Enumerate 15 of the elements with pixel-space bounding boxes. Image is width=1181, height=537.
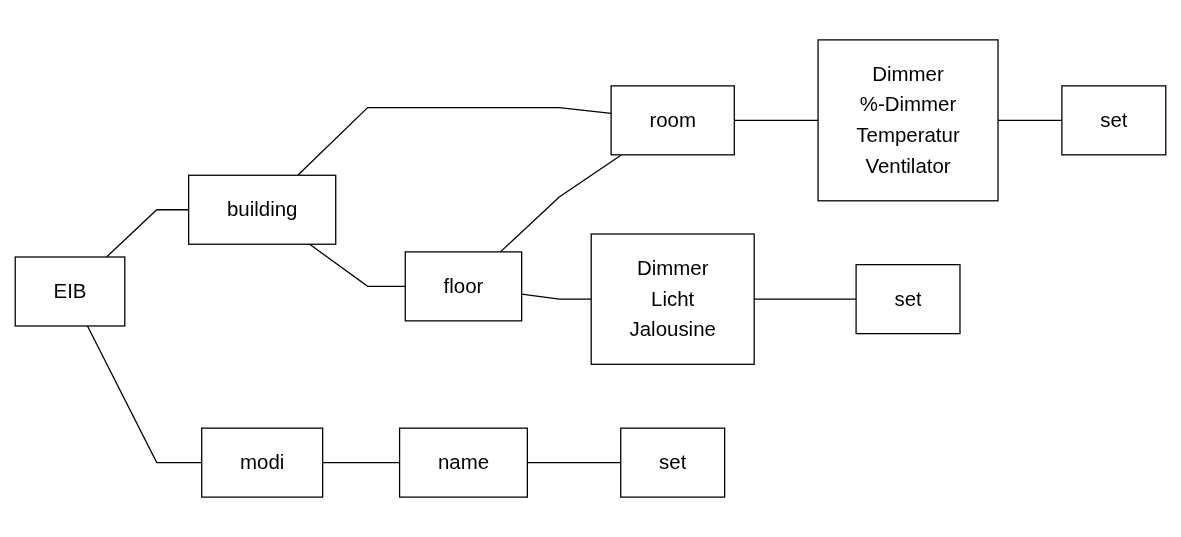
connector [521, 293, 592, 300]
node-box: room [610, 85, 735, 156]
node-box: floor [404, 251, 523, 322]
node-box: modi [201, 427, 324, 498]
node-box: set [620, 427, 726, 498]
node-box: name [398, 427, 528, 498]
node-box: building [188, 174, 337, 245]
connector [309, 243, 406, 287]
node-box: set [1061, 85, 1167, 156]
node-box: Dimmer %-Dimmer Temperatur Ventilator [817, 39, 999, 202]
connector [297, 106, 612, 176]
node-box: set [855, 264, 961, 335]
node-box: Dimmer Licht Jalousine [590, 233, 755, 365]
node-box: EIB [14, 256, 126, 327]
connector [499, 154, 623, 253]
